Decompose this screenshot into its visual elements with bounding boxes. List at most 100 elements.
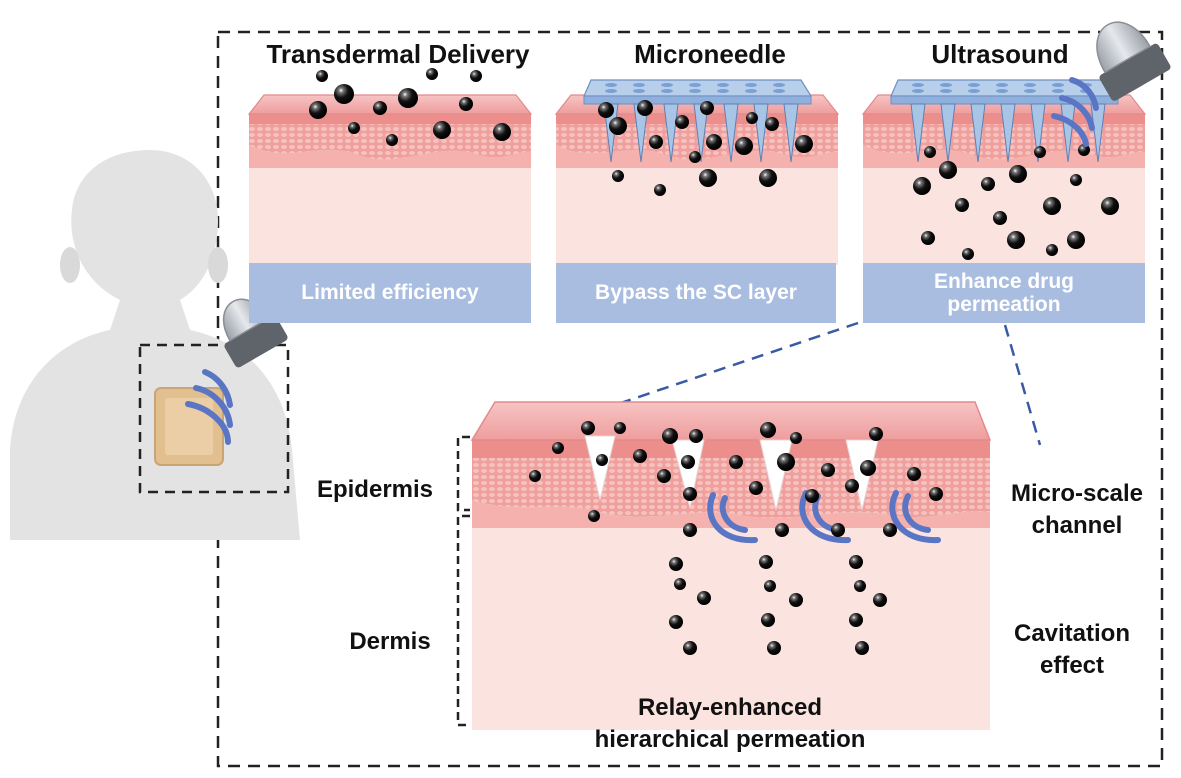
drug-particle-icon <box>612 170 624 182</box>
drug-particle-icon <box>581 421 595 435</box>
drug-particle-icon <box>760 422 776 438</box>
drug-particle-icon <box>309 101 327 119</box>
drug-particle-icon <box>699 169 717 187</box>
drug-particle-icon <box>775 523 789 537</box>
drug-particle-icon <box>433 121 451 139</box>
drug-particle-icon <box>746 112 758 124</box>
drug-particle-icon <box>654 184 666 196</box>
drug-particle-icon <box>854 580 866 592</box>
back-zoom-box <box>138 343 290 494</box>
label-cavitation-line1: Cavitation <box>1013 620 1130 647</box>
caption-ultrasound-line2: permeation <box>947 293 1061 316</box>
ultrasound-probe-icon <box>1096 21 1171 101</box>
drug-particle-icon <box>596 454 608 466</box>
drug-particle-icon <box>921 231 935 245</box>
drug-particle-icon <box>700 101 714 115</box>
label-cavitation-effect: Cavitation effect <box>992 620 1152 679</box>
drug-particle-icon <box>334 84 354 104</box>
drug-particle-icon <box>609 117 627 135</box>
drug-particle-icon <box>993 211 1007 225</box>
drug-particle-icon <box>821 463 835 477</box>
label-micro-scale-channel: Micro-scale channel <box>992 480 1162 539</box>
drug-particle-icon <box>849 555 863 569</box>
drug-particle-icon <box>598 102 614 118</box>
drug-particle-icon <box>649 135 663 149</box>
caption-microneedle-text: Bypass the SC layer <box>595 281 797 305</box>
drug-particle-icon <box>316 70 328 82</box>
drug-particle-icon <box>348 122 360 134</box>
drug-particle-icon <box>675 115 689 129</box>
drug-particle-icon <box>398 88 418 108</box>
drug-particle-icon <box>790 432 802 444</box>
label-relay-line1: Relay-enhanced <box>637 694 823 721</box>
drug-particle-icon <box>683 523 697 537</box>
drug-particle-icon <box>873 593 887 607</box>
drug-particle-icon <box>845 479 859 493</box>
drug-particle-icon <box>683 641 697 655</box>
drug-particle-icon <box>1067 231 1085 249</box>
drug-particle-icon <box>706 134 722 150</box>
drug-particle-icon <box>1070 174 1082 186</box>
zoom-line-left <box>599 321 859 412</box>
drug-particle-icon <box>805 489 819 503</box>
panel-title-ultrasound: Ultrasound <box>931 39 1069 69</box>
drug-particle-icon <box>470 70 482 82</box>
drug-particle-icon <box>1078 144 1090 156</box>
drug-particle-icon <box>637 100 653 116</box>
drug-particle-icon <box>924 146 936 158</box>
adhesive-patch-icon <box>154 387 224 466</box>
drug-particle-icon <box>681 455 695 469</box>
detail-particles <box>529 421 943 655</box>
drug-particle-icon <box>962 248 974 260</box>
drug-particle-icon <box>907 467 921 481</box>
drug-particle-icon <box>1101 197 1119 215</box>
caption-ultrasound: Enhance drug permeation <box>863 263 1145 323</box>
drug-particle-icon <box>1046 244 1058 256</box>
drug-particle-icon <box>529 470 541 482</box>
drug-particle-icon <box>795 135 813 153</box>
label-cavitation-line2: effect <box>1039 651 1105 679</box>
skin-panel-1 <box>247 94 533 265</box>
top-panels <box>247 21 1171 265</box>
drug-particle-icon <box>373 101 387 115</box>
drug-particle-icon <box>955 198 969 212</box>
label-channel-line2: channel <box>1031 511 1123 539</box>
sound-wave-icon <box>1051 77 1099 147</box>
drug-particle-icon <box>767 641 781 655</box>
epidermis-bracket <box>456 435 470 512</box>
panel-particles <box>309 68 1119 260</box>
drug-particle-icon <box>759 169 777 187</box>
drug-particle-icon <box>761 613 775 627</box>
detail-waves <box>707 490 941 544</box>
caption-microneedle: Bypass the SC layer <box>556 263 836 323</box>
drug-particle-icon <box>735 137 753 155</box>
drug-particle-icon <box>1007 231 1025 249</box>
dermis-bracket <box>456 514 470 727</box>
drug-particle-icon <box>657 469 671 483</box>
panel-title-microneedle: Microneedle <box>634 39 786 69</box>
drug-particle-icon <box>386 134 398 146</box>
drug-particle-icon <box>669 615 683 629</box>
drug-particle-icon <box>674 578 686 590</box>
drug-particle-icon <box>493 123 511 141</box>
drug-particle-icon <box>1009 165 1027 183</box>
skin-panel-3 <box>861 79 1147 265</box>
skin-panel-2 <box>554 79 840 265</box>
label-channel-line1: Micro-scale <box>1010 480 1144 507</box>
drug-particle-icon <box>1043 197 1061 215</box>
drug-particle-icon <box>759 555 773 569</box>
drug-particle-icon <box>689 429 703 443</box>
microneedle-patch-icon <box>583 79 813 163</box>
drug-particle-icon <box>662 428 678 444</box>
drug-particle-icon <box>426 68 438 80</box>
panel-title-transdermal: Transdermal Delivery <box>266 39 530 69</box>
drug-particle-icon <box>777 453 795 471</box>
drug-particle-icon <box>729 455 743 469</box>
drug-particle-icon <box>765 117 779 131</box>
drug-particle-icon <box>683 487 697 501</box>
drug-particle-icon <box>749 481 763 495</box>
drug-particle-icon <box>459 97 473 111</box>
drug-particle-icon <box>883 523 897 537</box>
drug-particle-icon <box>697 591 711 605</box>
